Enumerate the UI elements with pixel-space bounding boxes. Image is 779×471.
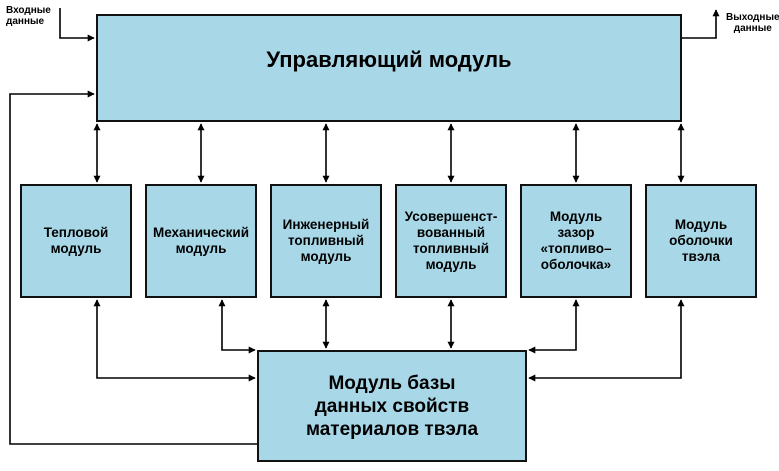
fuel-cladding-gap-module-box: Модуль зазор «топливо– оболочка» [520,184,632,298]
advanced-fuel-module-box: Усовершенст- вованный топливный модуль [395,184,507,298]
engineering-fuel-module-box: Инженерный топливный модуль [270,184,382,298]
mech-db-arrow [218,299,256,354]
input-data-label: Входные данные [6,5,51,27]
output-data-label: Выходные данные [726,12,779,34]
clad-db-arrow [528,299,685,382]
advanced-fuel-module-label: Усовершенст- вованный топливный модуль [404,209,498,272]
input-arrow [59,8,95,42]
gap-db-arrow [528,299,580,354]
output-arrow [682,9,720,39]
control-module-box: Управляющий модуль [96,14,682,122]
cladding-module-box: Модуль оболочки твэла [645,184,757,298]
materials-database-module-label: Модуль базы данных свойств материалов тв… [305,372,479,440]
control-module-label: Управляющий модуль [266,47,512,72]
thermal-module-label: Тепловой модуль [43,225,109,256]
mechanical-module-box: Механический модуль [145,184,257,298]
fuel-cladding-gap-module-label: Модуль зазор «топливо– оболочка» [540,209,612,272]
materials-database-module-box: Модуль базы данных свойств материалов тв… [257,350,527,462]
engineering-fuel-module-label: Инженерный топливный модуль [282,217,370,264]
feedback-loop-arrow [9,90,257,445]
mechanical-module-label: Механический модуль [152,225,250,256]
cladding-module-label: Модуль оболочки твэла [669,217,733,264]
thermal-module-box: Тепловой модуль [20,184,132,298]
thermal-db-arrow [93,299,256,382]
